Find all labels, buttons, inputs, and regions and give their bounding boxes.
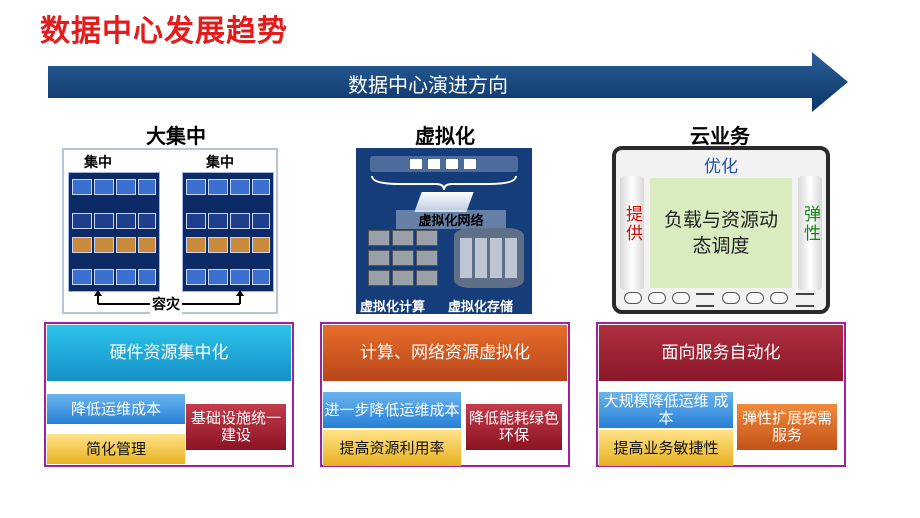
virtualization-image: 虚拟化网络 虚拟化计算 虚拟化存储 [356,148,532,315]
column-title-cloud: 云业务 [690,124,750,148]
header-service-automation: 面向服务自动化 [599,325,843,381]
server-row-icon [370,156,518,172]
label-virtual-compute: 虚拟化计算 [360,300,426,315]
tag-unified-infrastructure: 基础设施统一建设 [186,404,286,450]
label-virtual-network: 虚拟化网络 [396,210,506,229]
centralized-datacenter-image: 集中 集中 容灾 [62,148,278,314]
label-elastic: 弹性 [804,205,821,244]
tag-large-scale-cost-reduction: 大规模降低运维 成本 [599,392,733,428]
left-pillar [620,176,644,290]
direction-arrow [48,52,848,112]
banner-label: 数据中心演进方向 [348,73,508,97]
server-rack-right [182,172,274,292]
column-title-virtualize: 虚拟化 [415,124,475,148]
brace-icon [371,175,517,190]
server-rack-left [68,172,160,292]
label-dynamic-scheduling: 负载与资源动态调度 [650,178,792,288]
tag-simplify-management: 简化管理 [47,434,185,464]
header-hardware-centralization: 硬件资源集中化 [47,325,291,381]
storage-cylinder-icon [454,228,524,288]
label-centralize-left: 集中 [84,155,112,171]
cloud-service-image: 优化 提供 弹性 负载与资源动态调度 [612,146,830,314]
page-title: 数据中心发展趋势 [40,14,288,49]
label-disaster-recovery: 容灾 [150,294,182,314]
header-virtualization: 计算、网络资源虚拟化 [323,325,567,381]
tag-elastic-on-demand: 弹性扩展按需服务 [737,404,837,450]
tag-improve-utilization: 提高资源利用率 [323,430,461,466]
label-centralize-right: 集中 [206,155,234,171]
label-virtual-storage: 虚拟化存储 [448,300,514,315]
column-title-centralize: 大集中 [146,124,206,148]
network-switch-icon [414,192,474,212]
label-provide: 提供 [626,205,643,244]
right-pillar [798,176,822,290]
label-optimize: 优化 [704,157,738,177]
cloud-service-icons [622,292,822,308]
tag-reduce-ops-cost: 降低运维成本 [47,394,185,424]
compute-servers-icon [368,230,438,286]
tag-business-agility: 提高业务敏捷性 [599,430,733,466]
tag-green-energy: 降低能耗绿色环保 [466,404,562,450]
tag-further-reduce-cost: 进一步降低运维成本 [323,392,461,428]
